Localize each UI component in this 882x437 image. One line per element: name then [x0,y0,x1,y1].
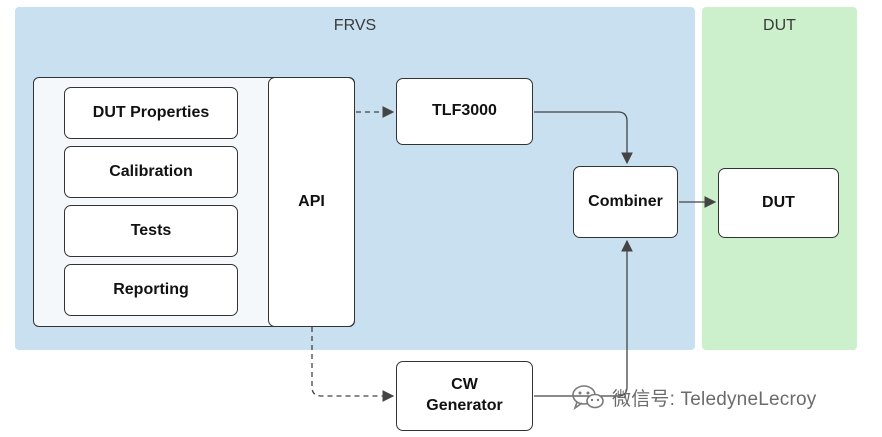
tlf3000-block[interactable]: TLF3000 [396,78,533,145]
reporting-block[interactable]: Reporting [64,264,238,316]
watermark: 微信号: TeledyneLecroy [570,382,816,412]
cw-generator-to-combiner-arrow [534,239,633,397]
combiner-block[interactable]: Combiner [573,166,678,238]
wechat-icon [572,385,604,411]
cw-generator-label-line1: CW [451,376,478,394]
watermark-text: 微信号: TeledyneLecroy [612,388,817,410]
tests-block[interactable]: Tests [64,205,238,257]
dut-region-title: DUT [763,17,796,34]
calibration-block[interactable]: Calibration [64,146,238,198]
dut-properties-block[interactable]: DUT Properties [64,87,238,139]
dut-block[interactable]: DUT [718,168,839,238]
tlf3000-to-combiner-arrow [534,111,633,165]
cw-generator-block[interactable]: CW Generator [396,361,533,431]
api-block[interactable]: API [268,77,355,327]
cw-generator-label-line2: Generator [426,397,503,414]
api-to-cw-generator-arrow [311,327,395,402]
frvs-region-title: FRVS [333,17,377,34]
